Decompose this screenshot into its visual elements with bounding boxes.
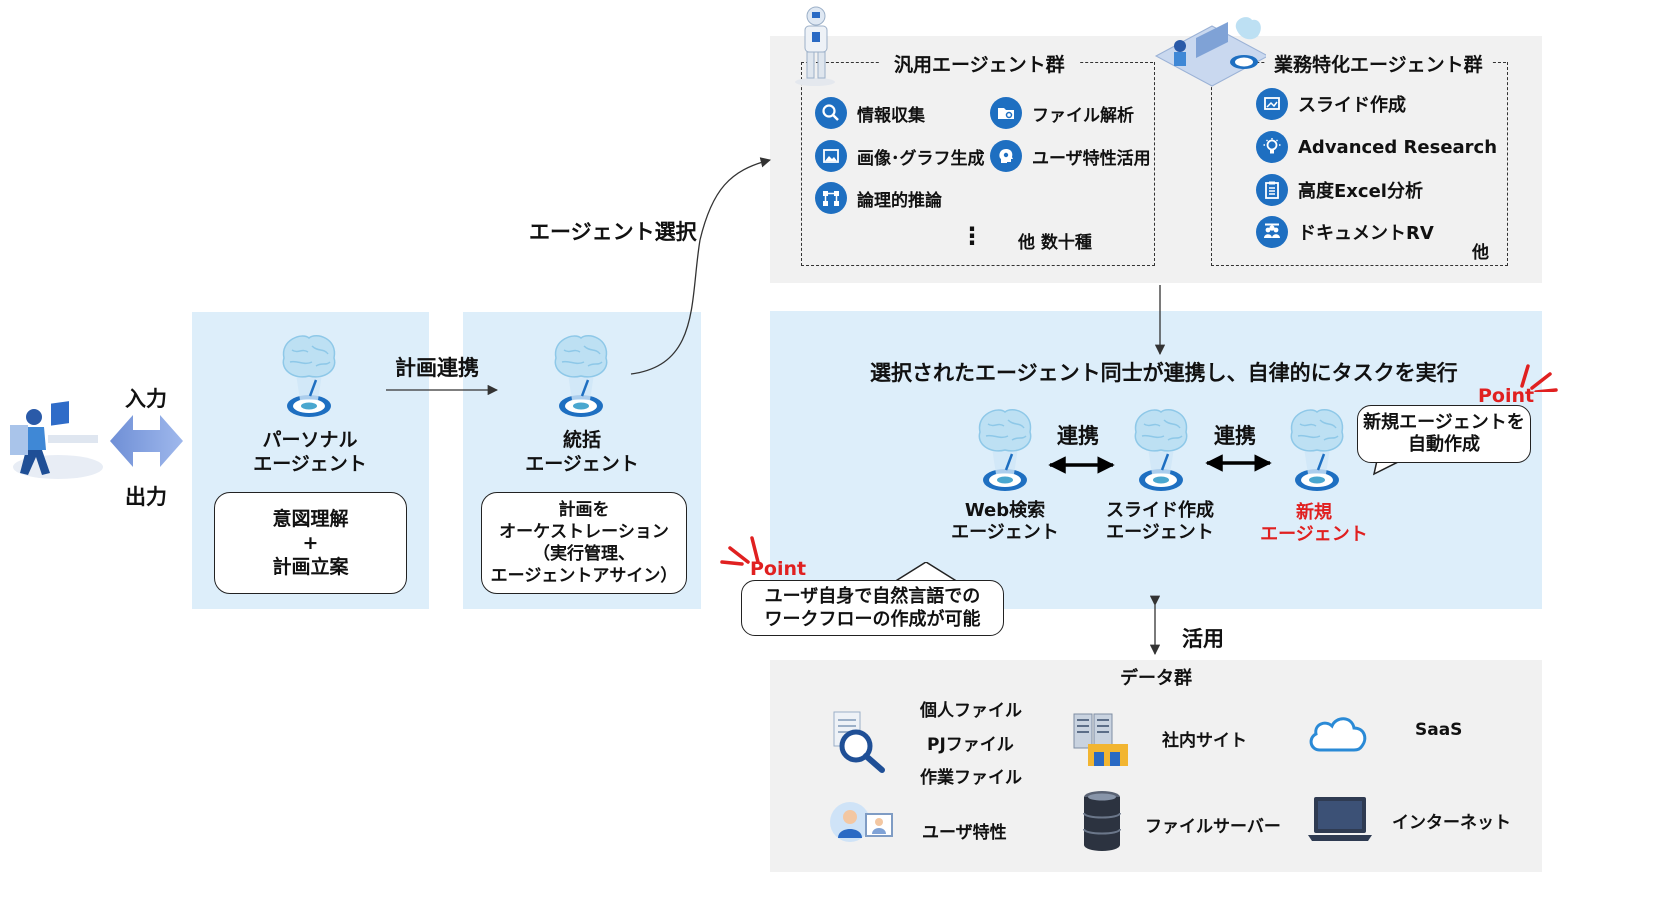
user-traits-label: ユーザ特性 (922, 823, 1007, 843)
link-label-1: 連携 (1057, 424, 1099, 448)
image-icon (815, 140, 847, 172)
workflow-bubble: ユーザ自身で自然言語でのワークフローの作成が可能 (741, 580, 1004, 636)
internet-label: インターネット (1392, 813, 1511, 833)
brain-icon (1280, 404, 1354, 496)
agent-item-logical-reasoning: 論理的推論 (815, 182, 942, 214)
slide-agent-label: スライド作成エージェント (1106, 500, 1214, 543)
general-agents-others: 他 数十種 (1018, 233, 1092, 253)
point-badge: Point (750, 558, 807, 580)
brain-icon (544, 330, 618, 422)
flow-icon (815, 182, 847, 214)
integrated-agent-box: 計画をオーケストレーション（実行管理、エージェントアサイン） (481, 492, 687, 594)
intranet-server-icon (1072, 712, 1132, 768)
cloud-icon (1306, 712, 1370, 754)
intranet-label: 社内サイト (1162, 731, 1247, 751)
point-spark-icon (720, 536, 760, 566)
personal-files-label: 個人ファイル (920, 701, 1022, 721)
specialized-agents-title: 業務特化エージェント群 (1266, 50, 1491, 77)
brain-icon (968, 404, 1042, 496)
new-agent-bubble: 新規エージェントを自動作成 (1357, 405, 1531, 463)
saas-label: SaaS (1415, 720, 1463, 740)
integrated-agent-title: 統括エージェント (525, 429, 639, 475)
work-files-label: 作業ファイル (920, 768, 1022, 788)
point-spark-icon (1520, 364, 1558, 392)
vertical-ellipsis: ⋮ (960, 222, 984, 250)
agent-pool-panel (770, 36, 1542, 283)
data-group-title: データ群 (1120, 668, 1192, 689)
agent-item-info-gathering: 情報収集 (815, 97, 925, 129)
new-agent-label: 新規エージェント (1260, 502, 1368, 545)
utilize-label: 活用 (1182, 627, 1224, 651)
agent-item-advanced-research: Advanced Research (1256, 131, 1497, 163)
file-server-label: ファイルサーバー (1145, 817, 1281, 837)
io-double-arrow (110, 415, 183, 467)
personal-agent-box: 意図理解+計画立案 (214, 492, 407, 594)
user-profile-icon (830, 800, 894, 850)
personal-agent-title: パーソナルエージェント (253, 429, 367, 475)
data-group-panel (770, 660, 1542, 872)
agent-item-advanced-excel: 高度Excel分析 (1256, 174, 1423, 206)
agent-item-slide-creation: スライド作成 (1256, 88, 1406, 120)
agent-item-user-traits: ユーザ特性活用 (990, 140, 1151, 172)
file-search-icon (830, 710, 890, 774)
brain-icon (1124, 404, 1198, 496)
plan-link-label: 計画連携 (395, 356, 479, 380)
input-label: 入力 (125, 387, 167, 411)
agent-select-curve (630, 157, 772, 375)
agent-item-file-analysis: ファイル解析 (990, 97, 1134, 129)
user-at-desk-icon (6, 395, 106, 485)
slide-icon (1256, 88, 1288, 120)
people-icon (1256, 216, 1288, 248)
pj-files-label: PJファイル (927, 735, 1014, 755)
workspace-isometric-icon (1152, 12, 1272, 94)
link-label-2: 連携 (1214, 424, 1256, 448)
laptop-icon (1306, 795, 1374, 843)
database-icon (1082, 790, 1122, 852)
web-search-agent-label: Web検索エージェント (951, 500, 1059, 543)
general-agents-frame (801, 62, 1155, 266)
brain-icon (272, 330, 346, 422)
output-label: 出力 (125, 485, 167, 509)
general-agents-title: 汎用エージェント群 (880, 50, 1079, 77)
agent-select-label: エージェント選択 (529, 220, 697, 244)
robot-icon (792, 4, 838, 86)
folder-icon (990, 97, 1022, 129)
agent-item-document-rv: ドキュメントRV (1256, 216, 1434, 248)
specialized-agents-frame (1211, 62, 1508, 266)
point-badge: Point (1478, 385, 1535, 407)
search-icon (815, 97, 847, 129)
collab-title: 選択されたエージェント同士が連携し、自律的にタスクを実行 (870, 361, 1458, 385)
clipboard-icon (1256, 174, 1288, 206)
head-gear-icon (990, 140, 1022, 172)
agent-item-image-graph: 画像･グラフ生成 (815, 140, 985, 172)
specialized-agents-others: 他 (1472, 243, 1489, 263)
bulb-icon (1256, 131, 1288, 163)
